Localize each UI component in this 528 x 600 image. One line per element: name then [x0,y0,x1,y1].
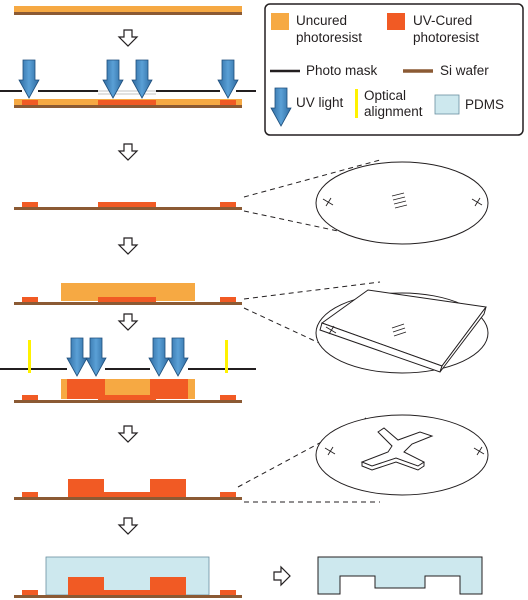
uv-arrow [66,337,88,377]
flow-arrow-1 [118,29,138,47]
uv-arrow [131,59,153,99]
legend-optical-label-2: alignment [364,104,423,119]
wafer-zoom-coated [315,289,489,374]
step-1-wafer [14,6,242,15]
zoom-lines-4 [243,281,381,363]
flow-arrow-right [273,566,291,586]
flow-arrow-4 [118,313,138,331]
legend-si-wafer-label: Si wafer [440,63,489,78]
zoom-lines-3 [243,159,381,241]
step-6-mold [14,479,242,500]
flow-arrow-5 [118,425,138,443]
step-7-pdms-cast [14,556,242,598]
optical-alignment-mark [28,340,31,373]
step-5-aligned-exposure [0,337,256,403]
legend-optical-label-1: Optical [364,88,406,103]
uv-arrow [217,59,239,99]
legend-uncured-swatch [271,13,289,30]
flow-arrow-6 [118,517,138,535]
step-2-exposure [0,59,256,108]
wafer-zoom-cross-structure [315,414,489,496]
step-3-developed [14,202,242,210]
uv-arrow [102,59,124,99]
wafer-zoom-marks [315,161,489,245]
uv-arrow [148,337,170,377]
legend-photo-mask-label: Photo mask [306,63,378,78]
uv-arrow [85,337,107,377]
legend: Uncured photoresist UV-Cured photoresist… [264,3,524,136]
step-4-second-layer [14,283,242,305]
legend-cured-label-1: UV-Cured [413,13,472,28]
legend-uncured-label-1: Uncured [296,13,347,28]
legend-cured-swatch [387,13,405,30]
flow-arrow-2 [118,143,138,161]
uv-arrow [167,337,189,377]
legend-uv-light-label: UV light [296,95,344,110]
uv-arrow [18,59,40,99]
legend-optical-alignment-swatch [355,89,358,118]
legend-pdms-label: PDMS [465,97,504,112]
flow-arrow-3 [118,237,138,255]
peeled-pdms-replica [317,556,483,595]
legend-cured-label-2: photoresist [413,30,479,45]
optical-alignment-mark [225,340,228,373]
legend-uncured-label-2: photoresist [296,30,362,45]
legend-pdms-swatch [434,94,460,115]
